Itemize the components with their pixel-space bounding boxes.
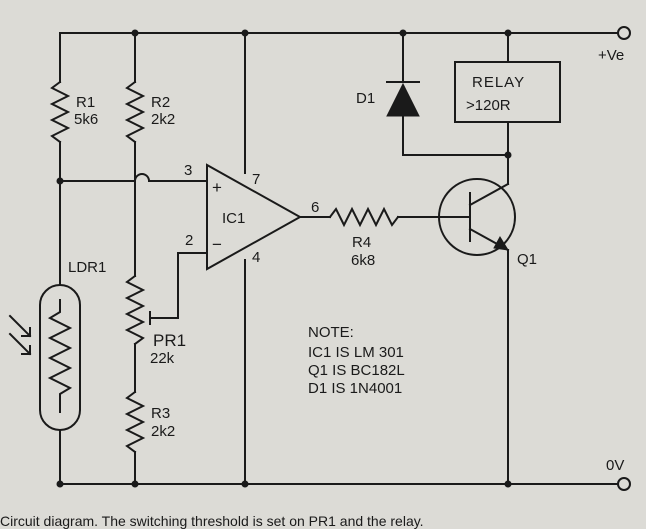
junction-pin4-ground [241,480,249,488]
relay-coil [454,61,561,123]
ground-terminal[interactable] [617,477,631,491]
note-title: NOTE: [308,324,354,341]
label-pr1-value: 22k [150,350,175,367]
label-pin2: 2 [185,232,193,249]
transistor-q1 [438,178,516,256]
wire-inverting-input [149,252,208,319]
label-r2-value: 2k2 [151,111,175,128]
label-pr1: PR1 [153,331,186,350]
label-ic1: IC1 [222,210,245,227]
figure-caption: Circuit diagram. The switching threshold… [0,513,424,529]
label-d1: D1 [356,90,375,107]
label-q1: Q1 [517,251,537,268]
junction-pin7-top [241,29,249,37]
note-line-1: IC1 IS LM 301 [308,344,404,361]
junction-relay-top [504,29,512,37]
ldr1 [39,284,81,431]
label-pin6: 6 [311,199,319,216]
preset-pr1 [124,274,151,393]
label-relay-resistance: >120R [466,97,511,114]
light-arrows-icon [8,314,32,356]
label-pin4: 4 [252,249,260,266]
note-line-2: Q1 IS BC182L [308,362,405,379]
label-supply-positive: +Ve [598,47,624,64]
positive-terminal[interactable] [617,26,631,40]
junction-ldr-ground [56,480,64,488]
label-ldr1: LDR1 [68,259,106,276]
diode-d1 [386,32,509,156]
label-pin3: 3 [184,162,192,179]
opamp-ic1 [206,163,303,271]
label-r3-value: 2k2 [151,423,175,440]
junction-d1-collector [504,151,512,159]
resistor-r3 [124,390,146,485]
junction-d1-top [399,29,407,37]
label-minus-sign: − [212,235,222,254]
label-r1: R1 [76,94,95,111]
label-plus-sign: + [212,178,222,197]
resistor-r4 [328,206,456,228]
junction-r2-top [131,29,139,37]
label-r1-value: 5k6 [74,111,98,128]
resistor-r1 [49,32,71,182]
label-supply-ground: 0V [606,457,624,474]
junction-r3-ground [131,480,139,488]
label-pin7: 7 [252,171,260,188]
label-r2: R2 [151,94,170,111]
junction-emitter-ground [504,480,512,488]
note-line-3: D1 IS 1N4001 [308,380,402,397]
label-relay: RELAY [472,74,525,91]
label-r3: R3 [151,405,170,422]
label-r4: R4 [352,234,371,251]
label-r4-value: 6k8 [351,252,375,269]
resistor-r2 [124,32,146,277]
